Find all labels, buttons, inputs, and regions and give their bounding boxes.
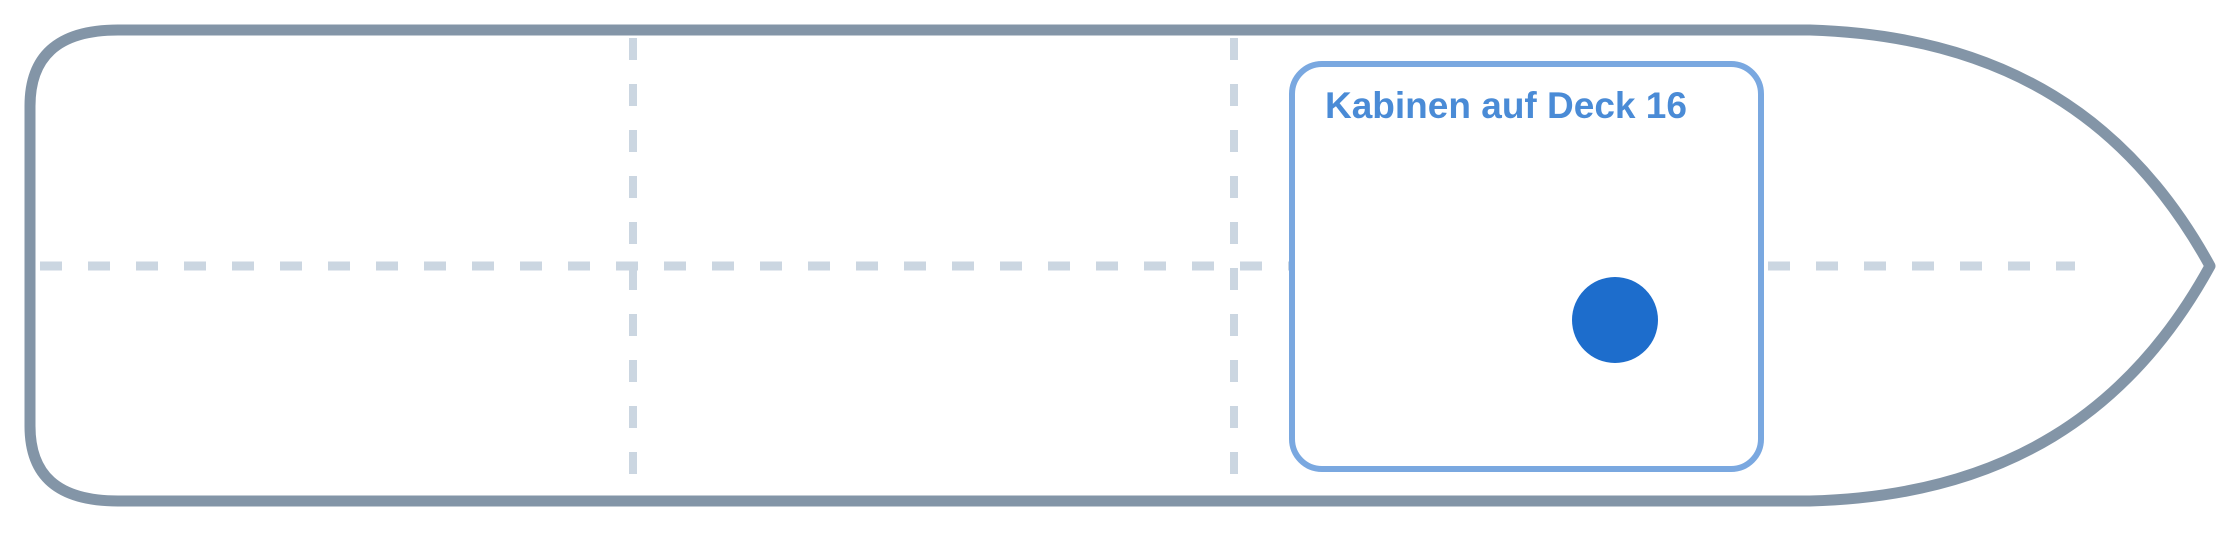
cabin-zone-label: Kabinen auf Deck 16 — [1325, 85, 1687, 126]
cabin-zone-highlight[interactable] — [1289, 61, 1764, 472]
location-dot-icon[interactable] — [1572, 277, 1658, 363]
